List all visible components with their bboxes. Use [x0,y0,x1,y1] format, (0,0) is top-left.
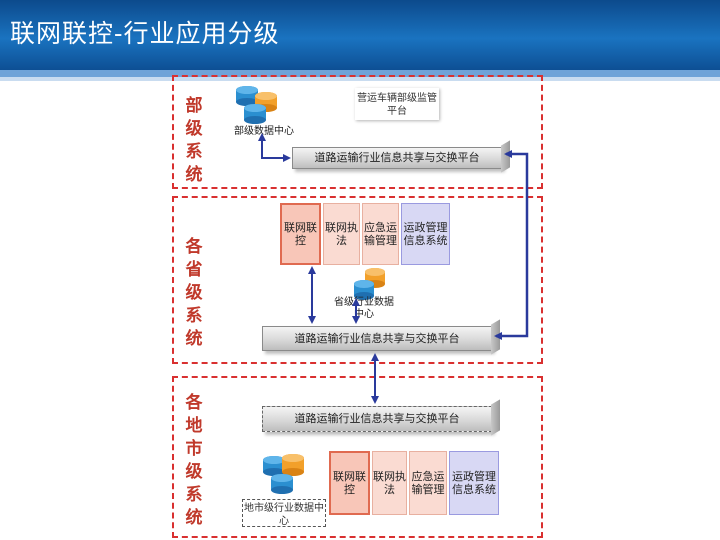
city-app-networked-control: 联网联控 [329,451,370,515]
arrow-ministry-db-to-platform [258,133,291,162]
province-app-transport-admin-system: 运政管理信息系统 [401,203,450,265]
ministry-exchange-platform: 道路运输行业信息共享与交换平台 [292,140,510,173]
city-db-label: 地市级行业数据中心 [242,499,326,527]
city-app-emergency-transport: 应急运输管理 [409,451,447,515]
city-label: 各地市级系统 [185,393,203,528]
ministry-section [172,75,543,189]
header-band-light [0,77,720,81]
city-section [172,376,543,538]
city-exchange-platform: 道路运输行业信息共享与交换平台 [262,399,500,436]
city-app-transport-admin-system: 运政管理信息系统 [449,451,499,515]
city-app-networked-enforcement: 联网执法 [372,451,407,515]
province-database-icon [354,268,385,300]
province-section [172,196,543,364]
header-bar: 联网联控-行业应用分级 [0,0,720,81]
ministry-regulation-platform-note: 营运车辆部级监管平台 [355,88,439,120]
province-app-networked-control: 联网联控 [280,203,321,265]
city-platform-label: 道路运输行业信息共享与交换平台 [294,412,460,425]
ministry-db-label: 部级数据中心 [234,126,294,137]
header-band [0,70,720,77]
ministry-database-icon [236,86,277,124]
province-app-networked-enforcement: 联网执法 [323,203,360,265]
city-database-icon [263,454,304,494]
page-title: 联网联控-行业应用分级 [10,19,280,48]
arrow-ministry-to-province-platform [494,150,529,340]
province-platform-label: 道路运输行业信息共享与交换平台 [294,332,460,345]
province-label: 各省级系统 [185,237,203,349]
ministry-platform-label: 道路运输行业信息共享与交换平台 [314,151,480,164]
province-app-emergency-transport: 应急运输管理 [362,203,399,265]
province-exchange-platform: 道路运输行业信息共享与交换平台 [262,319,500,355]
province-db-label: 省级行业数据中心 [334,297,394,320]
ministry-label: 部级系统 [185,96,203,185]
